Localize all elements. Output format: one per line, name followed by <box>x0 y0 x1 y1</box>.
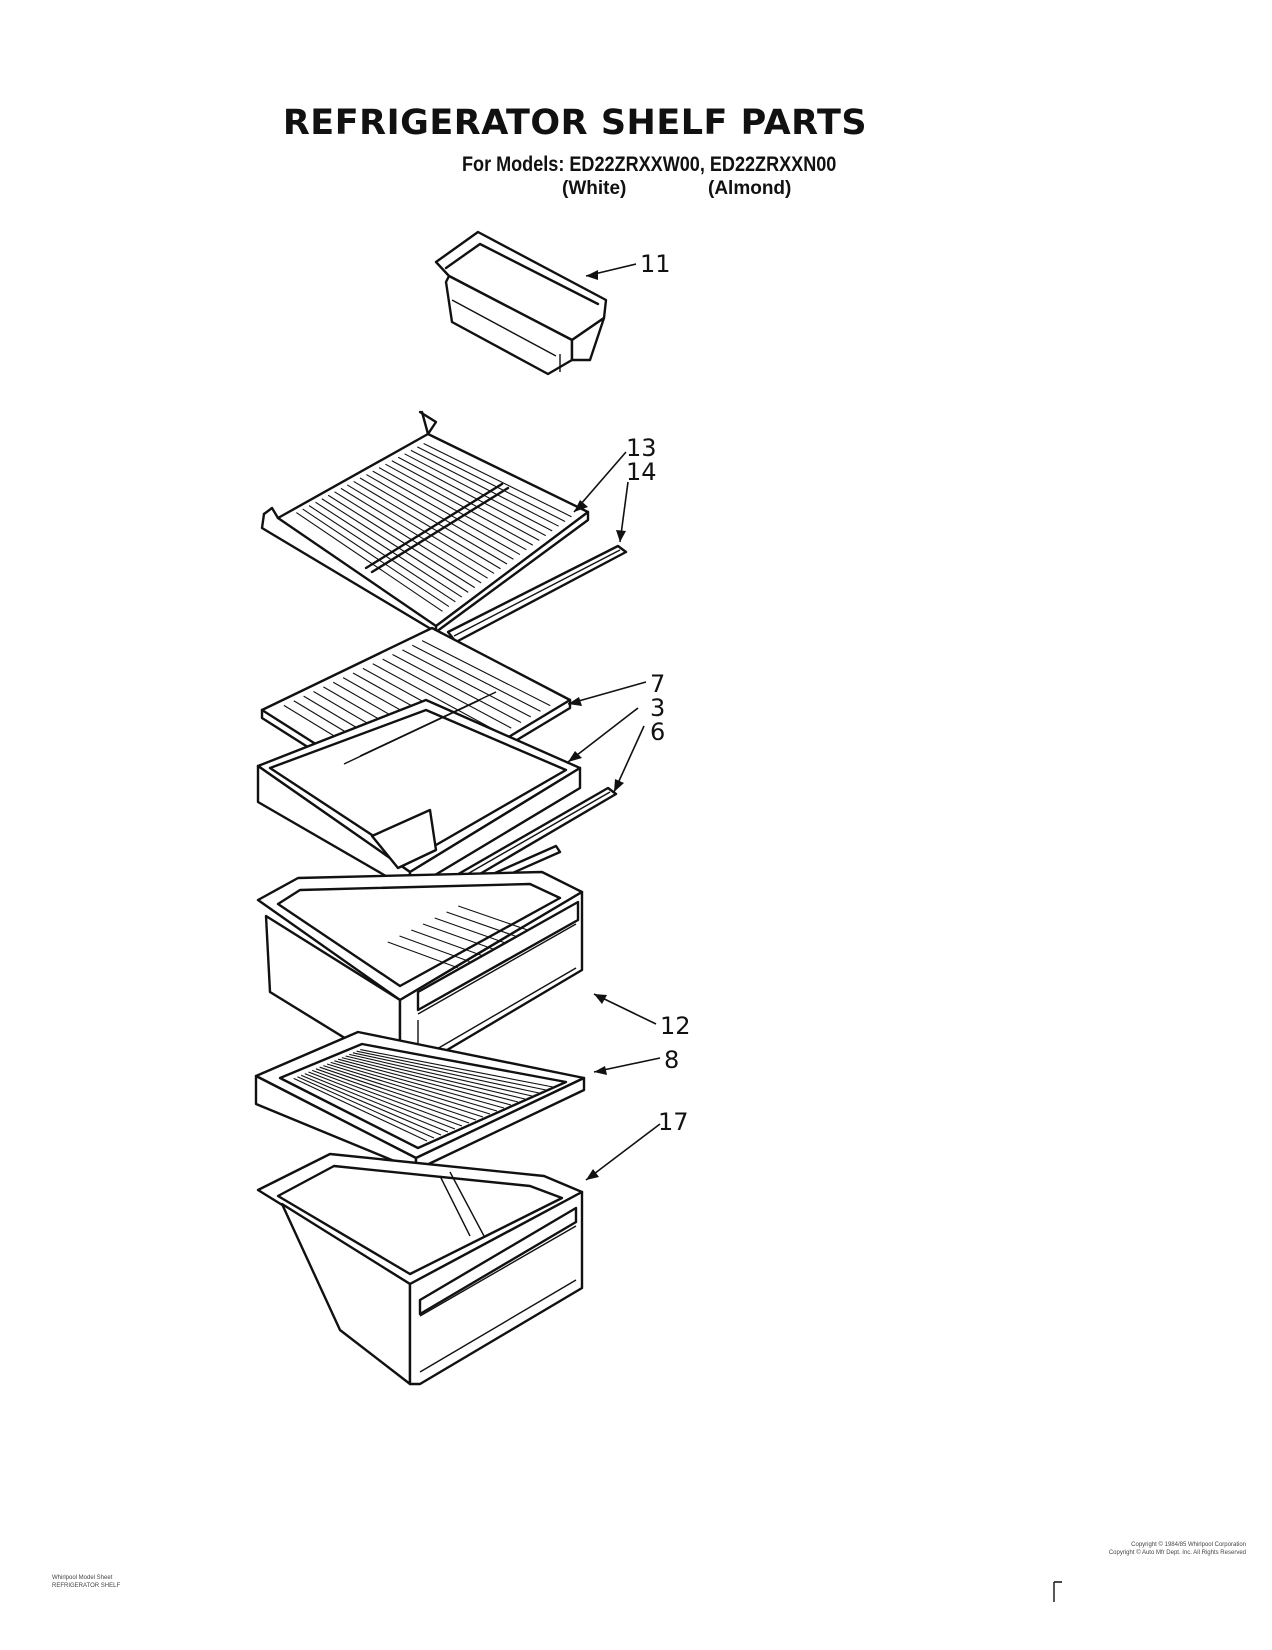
shelf-wire <box>353 480 501 570</box>
page-title: REFRIGERATOR SHELF PARTS <box>282 103 868 143</box>
shelf-wire <box>352 1052 540 1094</box>
shelf-wire <box>359 477 508 565</box>
color-almond-label: (Almond) <box>708 178 792 199</box>
shelf-wire <box>411 644 541 712</box>
footer-left-line-1: Whirlpool Model Sheet <box>52 1575 113 1581</box>
shelf-wire <box>356 1050 547 1091</box>
shelf-wire <box>327 494 476 589</box>
shelf-wire <box>315 1068 470 1124</box>
shelf-wire <box>397 456 546 537</box>
part-8-cover <box>254 1030 586 1172</box>
shelf-wire <box>366 474 514 560</box>
footer-copyright-line-1: Copyright © 1984/85 Whirlpool Corporatio… <box>1131 1542 1246 1548</box>
callout-17: 17 <box>658 1108 689 1136</box>
shelf-wire <box>385 463 534 546</box>
callout-7: 7 <box>650 670 666 698</box>
shelf-wire <box>410 449 559 527</box>
shelf-wire <box>387 941 458 969</box>
part-13-top-shelf <box>260 410 590 638</box>
shelf-wire <box>302 508 450 608</box>
shelf-wire <box>417 446 566 522</box>
shelf-wire <box>340 487 488 579</box>
callout-12: 12 <box>660 1012 691 1040</box>
shelf-wire <box>334 491 482 584</box>
footer-copyright-line-2: Copyright © Auto Mfr Dept. Inc. All Righ… <box>1108 1550 1246 1556</box>
shelf-wire <box>360 1049 554 1088</box>
shelf-wire <box>402 649 532 718</box>
model-numbers: For Models: ED22ZRXXW00, ED22ZRXXN00 <box>462 153 837 176</box>
part-11-bin <box>434 230 608 376</box>
shelf-wire <box>293 1077 428 1142</box>
shelf-wire <box>345 1055 526 1100</box>
shelf-wire <box>296 512 443 612</box>
callout-3: 3 <box>650 694 666 722</box>
shelf-wire <box>372 663 502 735</box>
footer-copyright: Copyright © 1984/85 Whirlpool Corporatio… <box>1109 1541 1246 1557</box>
shelf-wire <box>334 1060 505 1109</box>
shelf-wire <box>378 467 527 551</box>
leader-lines <box>567 263 661 1181</box>
shelf-wire <box>308 505 456 603</box>
shelf-wire <box>391 460 540 541</box>
shelf-wire <box>312 1069 463 1127</box>
shelf-wire <box>372 470 521 556</box>
shelf-wire <box>392 654 522 723</box>
shelf-wire <box>399 935 470 963</box>
color-white-label: (White) <box>562 178 627 199</box>
shelf-wire <box>404 453 553 532</box>
shelf-wire <box>434 917 505 944</box>
callout-8: 8 <box>664 1046 680 1074</box>
shelf-wire <box>304 1073 449 1133</box>
shelf-wire <box>411 929 482 956</box>
callout-6: 6 <box>650 718 666 746</box>
shelf-wire <box>330 1061 498 1112</box>
shelf-wire <box>308 1071 456 1130</box>
shelf-wire <box>421 640 551 707</box>
part-3-cover-frame <box>256 691 582 892</box>
shelf-wire <box>297 1076 435 1139</box>
shelf-wire <box>337 1058 512 1106</box>
shelf-wire <box>323 1065 484 1118</box>
footer-left-note: Whirlpool Model Sheet REFRIGERATOR SHELF <box>52 1574 120 1590</box>
shelf-wire <box>446 911 517 938</box>
callout-14: 14 <box>626 458 657 486</box>
footer-left-line-2: REFRIGERATOR SHELF <box>52 1583 121 1589</box>
shelf-wire <box>321 498 469 593</box>
part-17-pan <box>256 1152 584 1386</box>
shelf-wire <box>346 484 495 574</box>
part-12-drawer <box>256 870 584 1074</box>
shelf-wire <box>300 1074 442 1136</box>
shelf-wire <box>319 1066 477 1121</box>
shelf-wire <box>315 501 463 598</box>
shelf-wire <box>326 1063 491 1115</box>
shelf-wire <box>349 1053 533 1097</box>
shelf-wire <box>341 1057 519 1103</box>
callout-11: 11 <box>640 250 671 278</box>
shelf-wire <box>422 923 494 950</box>
shelf-wire <box>382 658 512 729</box>
callout-13: 13 <box>626 434 657 462</box>
shelf-wire <box>423 442 572 518</box>
shelf-wire <box>458 905 529 931</box>
